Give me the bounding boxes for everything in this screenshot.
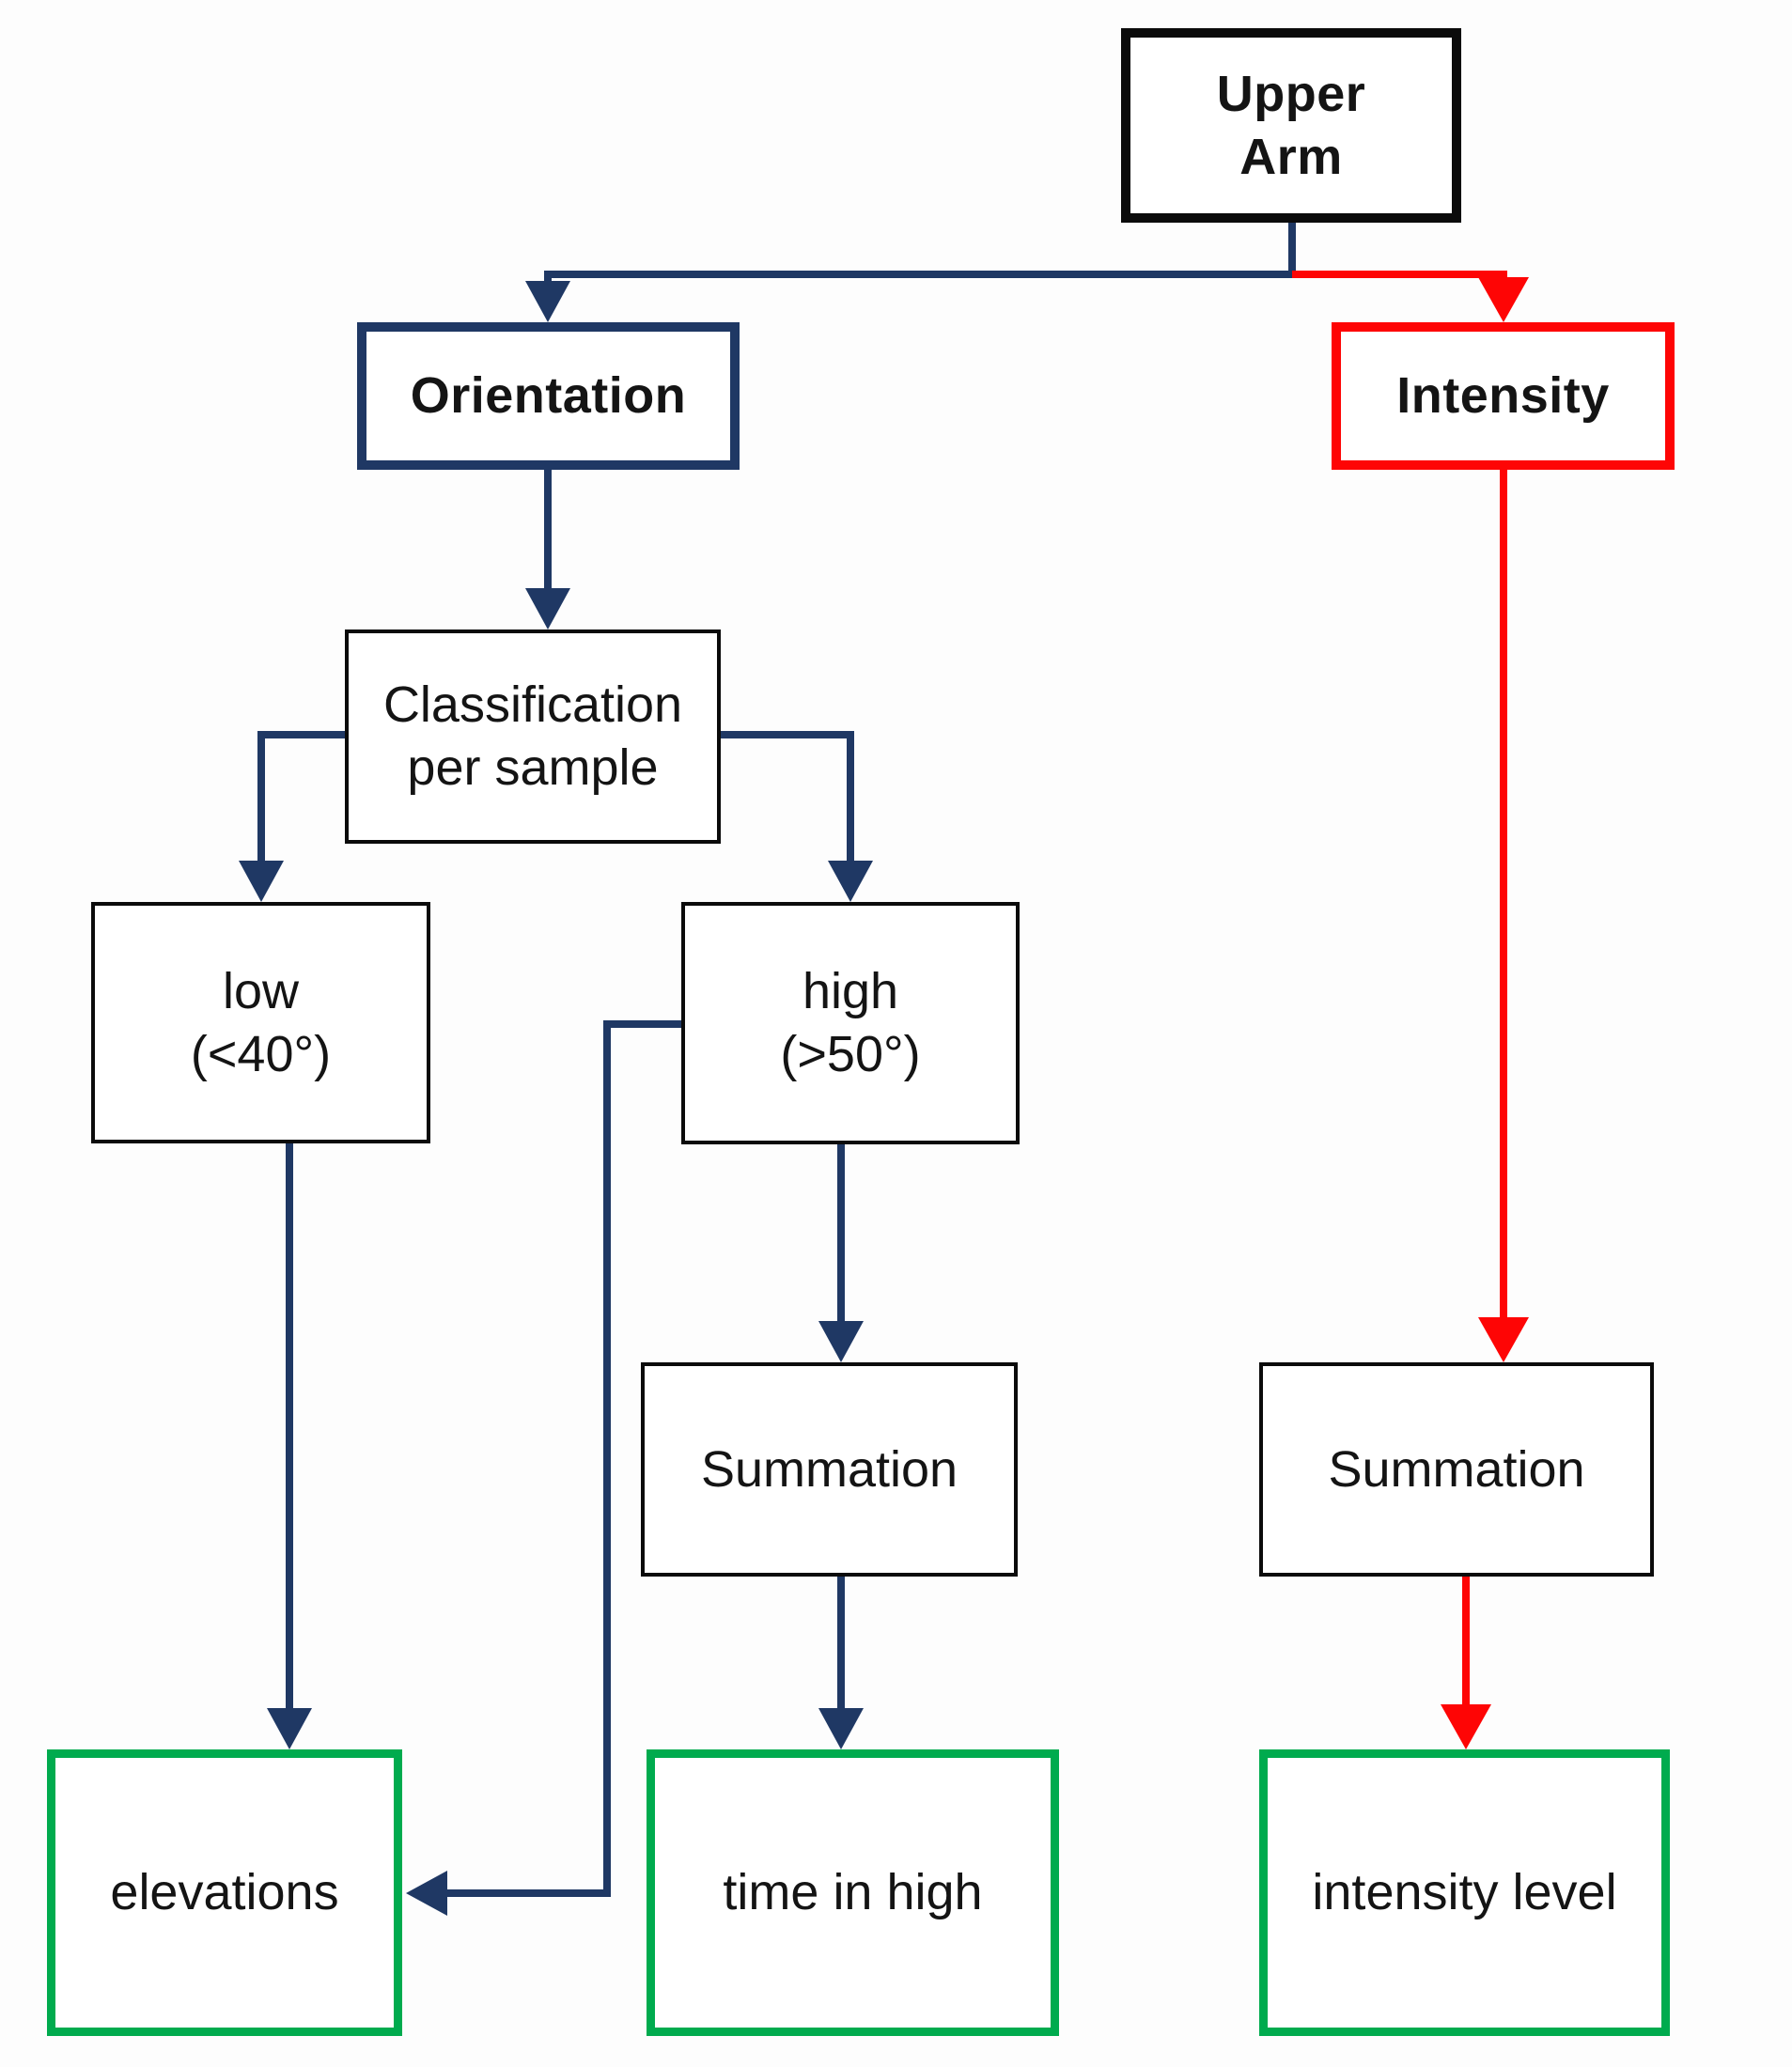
node-intensity-label: Intensity (1396, 367, 1610, 425)
node-time-in-high-label: time in high (723, 1864, 983, 1921)
node-summation-intensity: Summation (1259, 1362, 1654, 1577)
edge-branch-to-intensity-line (1292, 271, 1507, 278)
edge-branch-to-orientation-line (544, 271, 1296, 281)
edge-high-to-summation (818, 1142, 864, 1362)
node-high: high (>50°) (681, 902, 1020, 1144)
edge-high-to-elevations-line (447, 1020, 683, 1897)
node-intensity: Intensity (1332, 322, 1675, 470)
edge-summation-to-time-in-high (818, 1575, 864, 1749)
node-elevations-label: elevations (110, 1864, 339, 1921)
edge-branch-to-orientation (525, 271, 1296, 322)
node-low: low (<40°) (91, 902, 430, 1143)
edge-classification-to-low-line (257, 731, 347, 861)
node-upper-arm-label: Upper Arm (1216, 65, 1366, 185)
edge-classification-to-low-arrowhead (239, 861, 284, 902)
node-classification: Classification per sample (345, 629, 721, 844)
edge-intensity-to-summation-arrowhead (1478, 1317, 1529, 1362)
edge-branch-to-intensity-arrowhead (1478, 277, 1529, 322)
node-summation-intensity-label: Summation (1328, 1440, 1585, 1498)
edge-orientation-to-classification-arrowhead (525, 588, 570, 629)
edge-classification-to-high-line (719, 731, 854, 861)
edge-classification-to-low (239, 731, 347, 902)
node-summation-orientation-label: Summation (700, 1440, 958, 1498)
edge-intensity-to-summation (1478, 468, 1529, 1362)
edge-summation-to-time-in-high-arrowhead (818, 1708, 864, 1749)
edge-high-to-elevations (406, 1020, 683, 1916)
edge-low-to-elevations (267, 1142, 312, 1749)
node-classification-label: Classification per sample (382, 676, 683, 796)
node-orientation: Orientation (357, 322, 740, 470)
edge-classification-to-high-arrowhead (828, 861, 873, 902)
edge-orientation-to-classification (525, 470, 570, 629)
edge-branch-to-orientation-arrowhead (525, 281, 570, 322)
node-low-label: low (<40°) (190, 962, 332, 1082)
edge-summation-to-intensity-level-arrowhead (1441, 1704, 1491, 1749)
node-high-label: high (>50°) (780, 963, 921, 1082)
edge-high-to-elevations-arrowhead (406, 1871, 447, 1916)
node-summation-orientation: Summation (641, 1362, 1018, 1577)
node-intensity-level-label: intensity level (1312, 1864, 1617, 1921)
node-upper-arm: Upper Arm (1121, 28, 1461, 223)
edge-classification-to-high (719, 731, 873, 902)
node-orientation-label: Orientation (410, 367, 687, 425)
node-elevations: elevations (47, 1749, 402, 2036)
node-time-in-high: time in high (647, 1749, 1059, 2036)
edge-branch-to-intensity (1292, 271, 1529, 322)
edge-summation-to-intensity-level (1441, 1575, 1491, 1749)
edge-high-to-summation-arrowhead (818, 1321, 864, 1362)
edge-low-to-elevations-arrowhead (267, 1708, 312, 1749)
node-intensity-level: intensity level (1259, 1749, 1670, 2036)
